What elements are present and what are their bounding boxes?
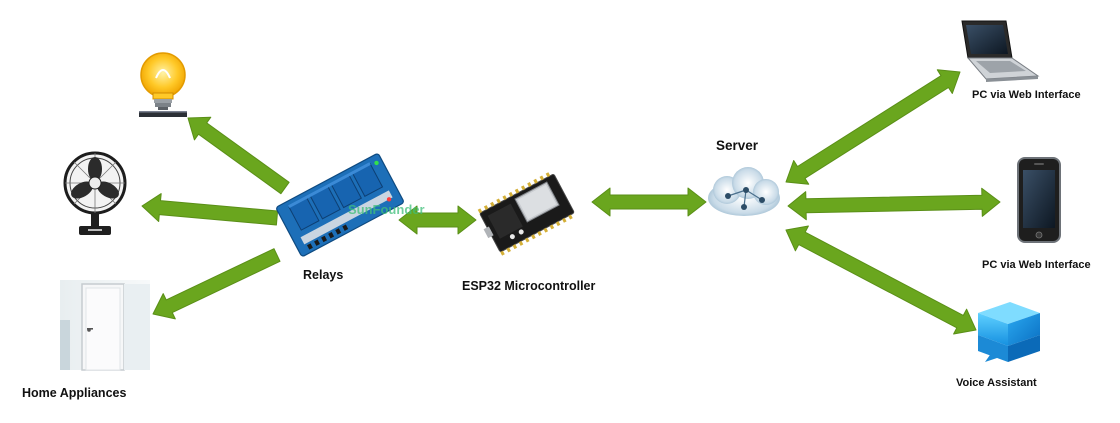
arrow-server-phone [787,187,1001,221]
esp32-board-icon [477,172,575,256]
arrow-esp32-server [591,187,707,217]
pc-web-interface-label-top: PC via Web Interface [972,89,1081,101]
voice-assistant-icon [978,302,1040,362]
voice-assistant-label: Voice Assistant [956,377,1037,389]
arrow-relay-esp32 [398,205,477,235]
connection-arrows [141,69,1001,335]
laptop-icon [961,20,1040,82]
door-icon [60,280,150,371]
arrow-relay-to-fan [141,193,279,226]
light-bulb-icon [139,52,187,117]
server-label: Server [716,138,759,153]
relay-watermark: SunFounder [348,202,425,217]
arrow-server-laptop [785,69,961,185]
smartphone-icon [1017,157,1061,243]
esp32-label: ESP32 Microcontroller [462,279,596,293]
relays-label: Relays [303,268,344,282]
arrow-relay-to-door [152,248,281,320]
home-appliances-label: Home Appliances [22,386,127,400]
arrow-relay-to-bulb [187,116,290,195]
fan-icon [63,151,127,235]
arrow-server-voice [785,225,977,335]
pc-web-interface-label-phone: PC via Web Interface [982,259,1091,271]
cloud-server-icon [708,167,780,216]
relay-module-icon: SunFounder [276,153,425,257]
